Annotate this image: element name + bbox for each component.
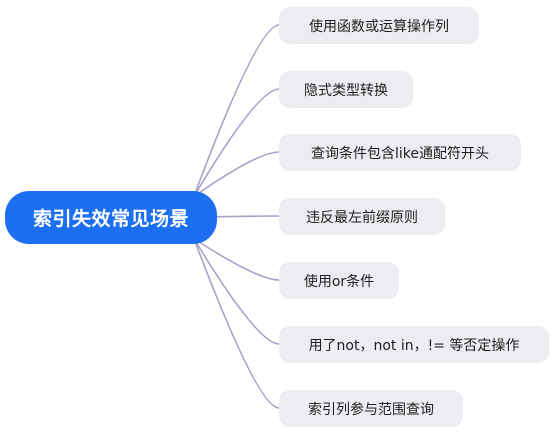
connector-0 — [195, 24, 280, 192]
connector-4 — [195, 239, 280, 281]
branch-label: 隐式类型转换 — [304, 82, 388, 99]
branch-node-implicit-conversion[interactable]: 隐式类型转换 — [279, 71, 413, 108]
branch-node-or-condition[interactable]: 使用or条件 — [279, 262, 399, 299]
branch-label: 违反最左前缀原则 — [306, 209, 418, 226]
branch-label: 使用函数或运算操作列 — [309, 18, 449, 35]
branch-label: 使用or条件 — [303, 273, 375, 290]
root-topic-label: 索引失效常见场景 — [32, 208, 189, 230]
connector-2 — [195, 151, 280, 196]
connector-5 — [195, 241, 280, 345]
branch-node-range-query[interactable]: 索引列参与范围查询 — [279, 390, 463, 427]
branch-label: 索引列参与范围查询 — [308, 401, 434, 418]
branch-node-function-on-column[interactable]: 使用函数或运算操作列 — [279, 7, 479, 44]
branch-label: 用了not，not in，!= 等否定操作 — [308, 337, 520, 354]
branch-node-leftmost-prefix[interactable]: 违反最左前缀原则 — [279, 198, 445, 235]
branch-node-negation-operators[interactable]: 用了not，not in，!= 等否定操作 — [279, 326, 549, 363]
connector-6 — [195, 243, 280, 409]
branch-node-like-wildcard-prefix[interactable]: 查询条件包含like通配符开头 — [279, 134, 521, 171]
root-topic-node[interactable]: 索引失效常见场景 — [5, 191, 217, 244]
branch-label: 查询条件包含like通配符开头 — [310, 145, 489, 162]
connector-1 — [195, 88, 280, 194]
